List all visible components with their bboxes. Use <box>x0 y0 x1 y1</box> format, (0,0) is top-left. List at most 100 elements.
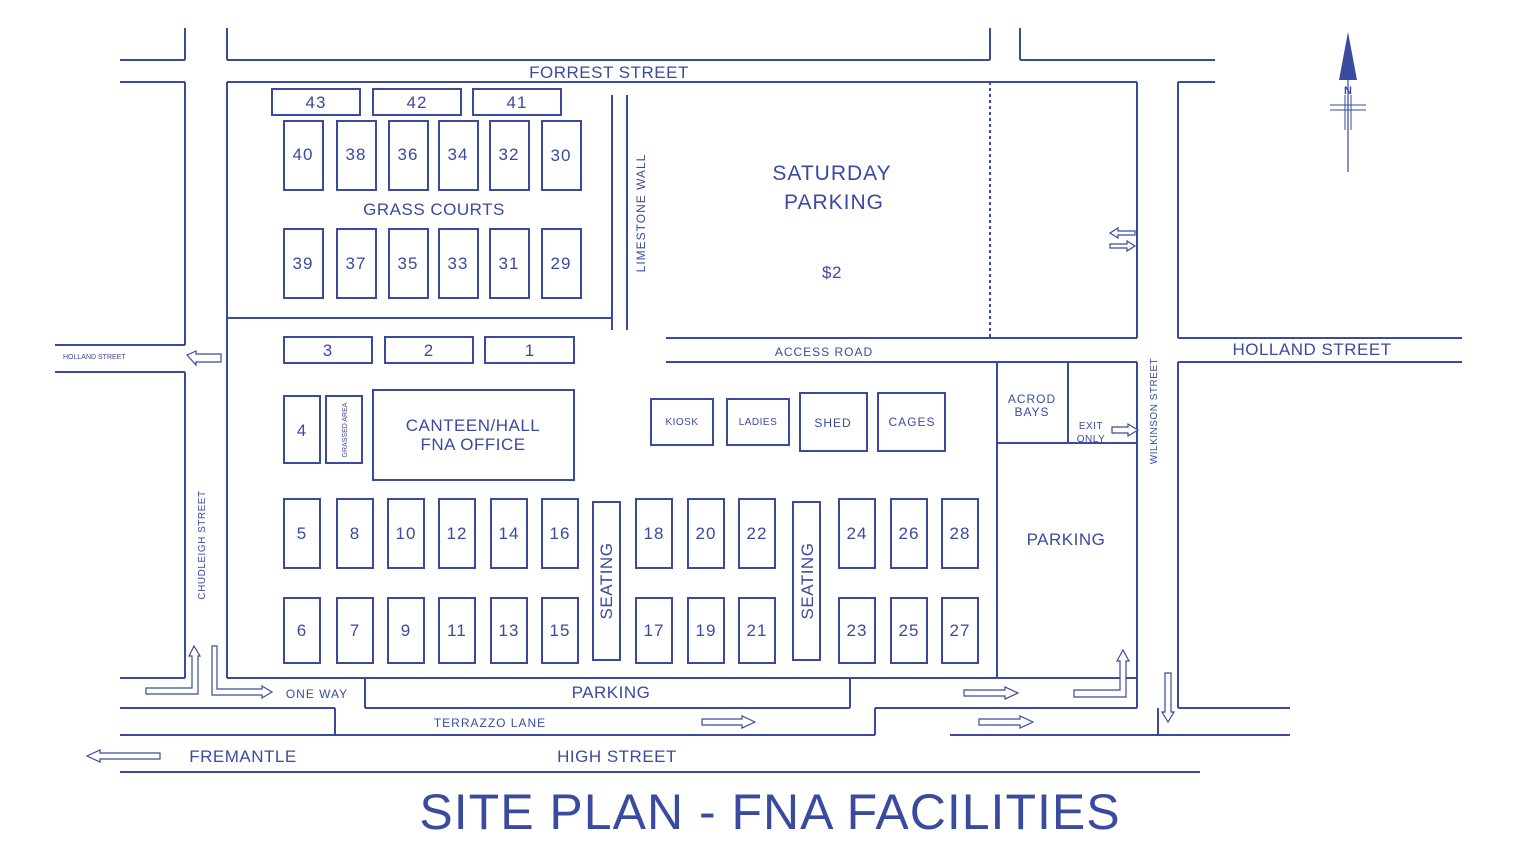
court-32 <box>489 120 530 191</box>
saturday-parking-label-1: SATURDAY <box>772 162 891 185</box>
court-7 <box>336 597 374 664</box>
court-34 <box>438 120 479 191</box>
court-16-label: 16 <box>550 524 571 543</box>
court-20 <box>687 498 725 569</box>
high-street-label: HIGH STREET <box>557 747 677 766</box>
arrow-left-icon <box>186 350 222 367</box>
court-20-label: 20 <box>696 524 717 543</box>
arrow-left-icon <box>1108 226 1136 240</box>
canteen-label-2: FNA OFFICE <box>420 435 525 454</box>
court-30 <box>541 120 582 191</box>
court-39 <box>283 228 324 299</box>
exit-only-label-2: ONLY <box>1077 434 1106 445</box>
court-17-label: 17 <box>644 621 665 640</box>
arrow-right-icon <box>1111 422 1140 438</box>
seating-1 <box>592 501 621 661</box>
court-35 <box>388 228 429 299</box>
saturday-parking-fee: $2 <box>822 263 842 282</box>
court-39-label: 39 <box>293 254 314 273</box>
court-43 <box>271 88 361 116</box>
canteen-hall <box>372 389 575 481</box>
court-42-label: 42 <box>407 93 428 112</box>
court-28-label: 28 <box>950 524 971 543</box>
arrow-left-icon <box>85 749 161 763</box>
arrow-up-icon <box>145 644 202 695</box>
arrow-down-icon <box>1160 672 1176 724</box>
court-27 <box>941 597 979 664</box>
court-2 <box>384 336 474 364</box>
court-11 <box>438 597 476 664</box>
parking-bottom-label: PARKING <box>572 683 651 702</box>
court-1-label: 1 <box>525 341 535 360</box>
court-23 <box>838 597 876 664</box>
court-12-label: 12 <box>447 524 468 543</box>
court-19 <box>687 597 725 664</box>
court-row-top: 43 42 41 <box>271 88 562 116</box>
court-5 <box>283 498 321 569</box>
court-27-label: 27 <box>950 621 971 640</box>
arrow-right-icon <box>1109 239 1137 253</box>
court-42 <box>372 88 462 116</box>
arrow-right-icon <box>978 715 1035 729</box>
court-8 <box>336 498 374 569</box>
court-15 <box>541 597 579 664</box>
kiosk <box>650 398 714 446</box>
court-31 <box>489 228 530 299</box>
court-26-label: 26 <box>899 524 920 543</box>
court-29-label: 29 <box>551 254 572 273</box>
fremantle-label: FREMANTLE <box>189 747 296 766</box>
direction-arrows <box>85 226 1176 763</box>
street-lines <box>55 28 1462 773</box>
holland-street-right-label: HOLLAND STREET <box>1232 340 1391 359</box>
court-32-label: 32 <box>499 145 520 164</box>
shed <box>799 392 868 452</box>
ladies-toilet <box>726 398 790 446</box>
compass-label: N <box>1344 85 1352 97</box>
court-15-label: 15 <box>550 621 571 640</box>
court-9 <box>387 597 425 664</box>
kiosk-label: KIOSK <box>665 417 698 428</box>
court-25-label: 25 <box>899 621 920 640</box>
court-5-label: 5 <box>297 524 307 543</box>
grass-courts-label: GRASS COURTS <box>363 200 505 219</box>
court-21-label: 21 <box>747 621 768 640</box>
court-13-label: 13 <box>499 621 520 640</box>
court-row-123: 3 2 1 <box>283 336 575 364</box>
chudleigh-street-label: CHUDLEIGH STREET <box>197 490 208 599</box>
acrod-bays <box>996 361 1069 444</box>
court-24 <box>838 498 876 569</box>
grassed-area-label: GRASSED AREA <box>342 402 349 457</box>
cages-label: CAGES <box>888 415 935 429</box>
court-38 <box>336 120 377 191</box>
court-row-lower-south: 6 7 9 11 13 15 17 19 21 23 25 27 <box>283 597 979 664</box>
court-row-upper-south: 5 8 10 12 14 16 18 20 22 24 26 28 <box>283 498 979 569</box>
court-16 <box>541 498 579 569</box>
canteen-label-1: CANTEEN/HALL <box>406 416 540 435</box>
court-13 <box>490 597 528 664</box>
court-31-label: 31 <box>499 254 520 273</box>
court-3-label: 3 <box>323 341 333 360</box>
grass-courts-upper: 40 38 36 34 32 30 <box>283 120 582 191</box>
court-35-label: 35 <box>398 254 419 273</box>
court-40 <box>283 120 324 191</box>
court-6 <box>283 597 321 664</box>
court-11-label: 11 <box>447 621 467 640</box>
court-9-label: 9 <box>401 621 411 640</box>
court-41-label: 41 <box>507 93 528 112</box>
exit-only-label-1: EXIT <box>1079 421 1103 432</box>
seating-1-label: SEATING <box>597 543 616 620</box>
arrow-right-icon <box>211 645 274 700</box>
court-22-label: 22 <box>747 524 768 543</box>
court-7-label: 7 <box>350 621 360 640</box>
shed-label: SHED <box>814 416 851 430</box>
court-4-label: 4 <box>297 421 307 440</box>
court-10 <box>387 498 425 569</box>
arrow-right-icon <box>963 686 1020 700</box>
seating-2 <box>792 501 821 661</box>
holland-street-left-label: HOLLAND STREET <box>63 354 126 361</box>
limestone-wall-label: LIMESTONE WALL <box>634 154 648 273</box>
court-12 <box>438 498 476 569</box>
court-28 <box>941 498 979 569</box>
court-25 <box>890 597 928 664</box>
